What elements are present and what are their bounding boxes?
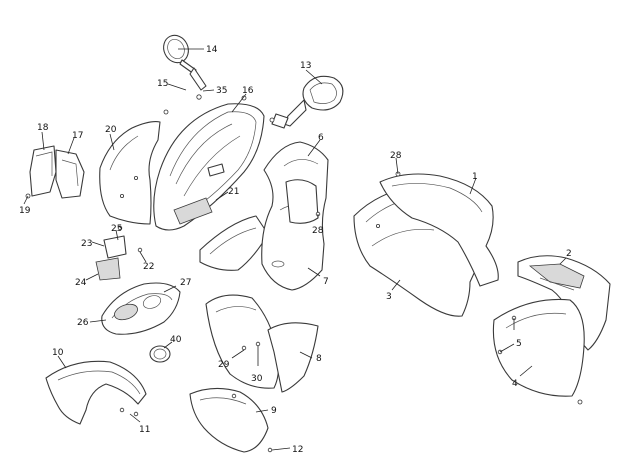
callout-label: 1 <box>472 172 478 182</box>
callout-label: 23 <box>81 239 92 249</box>
callout-label: 26 <box>77 318 89 328</box>
callout-label: 21 <box>228 187 239 197</box>
callout-label: 28 <box>312 226 324 236</box>
callout-label: 15 <box>157 79 168 89</box>
callout-label: 13 <box>300 61 311 71</box>
callout-30: 30 <box>251 346 263 384</box>
callout-label: 22 <box>143 262 154 272</box>
belly-pan <box>492 298 585 405</box>
callout-label: 9 <box>271 406 277 416</box>
callout-24: 24 <box>75 273 99 288</box>
lower-side-panel <box>205 294 319 393</box>
callout-12: 12 <box>271 445 303 455</box>
callout-19: 19 <box>19 195 31 216</box>
callout-35: 35 <box>202 86 227 96</box>
callout-label: 2 <box>566 249 572 259</box>
callout-label: 27 <box>180 278 191 288</box>
callout-20: 20 <box>105 125 117 151</box>
callout-label: 18 <box>37 123 49 133</box>
callout-15: 15 <box>157 79 187 91</box>
callout-29: 29 <box>218 349 245 370</box>
front-fairing <box>153 95 265 231</box>
callout-label: 7 <box>323 277 329 287</box>
callout-label: 28 <box>390 151 402 161</box>
callout-3: 3 <box>386 279 401 302</box>
callout-label: 20 <box>105 125 117 135</box>
callout-26: 26 <box>77 318 107 328</box>
callout-5: 5 <box>499 318 522 353</box>
callout-2: 2 <box>559 249 572 265</box>
left-upper-panel <box>99 121 161 225</box>
right-mirror <box>269 75 344 129</box>
callout-label: 3 <box>386 292 392 302</box>
callout-6: 6 <box>307 133 324 157</box>
callout-21: 21 <box>215 187 239 201</box>
callout-label: 19 <box>19 206 31 216</box>
callout-1: 1 <box>469 172 478 195</box>
callout-label: 8 <box>316 354 322 364</box>
small-bracket-parts <box>95 225 143 281</box>
callout-label: 30 <box>251 374 263 384</box>
callout-label: 12 <box>292 445 303 455</box>
callout-23: 23 <box>81 239 105 249</box>
callout-label: 14 <box>206 45 218 55</box>
callout-label: 25 <box>111 224 122 234</box>
callout-16: 16 <box>231 86 254 113</box>
center-inner-panel <box>199 215 269 271</box>
callout-7: 7 <box>307 267 329 287</box>
callout-label: 17 <box>72 131 83 141</box>
callout-label: 4 <box>512 379 518 389</box>
callout-label: 6 <box>318 133 324 143</box>
lower-chin-spoiler <box>189 387 273 453</box>
callout-8: 8 <box>299 351 322 364</box>
front-mudguard <box>45 360 147 425</box>
callout-label: 5 <box>516 339 522 349</box>
headlight-assembly <box>101 282 181 335</box>
callout-28-top: 28 <box>390 151 402 175</box>
callout-label: 11 <box>139 425 150 435</box>
callout-11: 11 <box>129 413 150 435</box>
callout-17: 17 <box>67 131 83 155</box>
callout-40: 40 <box>163 335 182 349</box>
callout-9: 9 <box>255 406 277 416</box>
callout-22: 22 <box>139 251 154 272</box>
callout-25: 25 <box>111 224 122 241</box>
right-middle-panel <box>261 141 329 291</box>
callout-label: 16 <box>242 86 254 96</box>
callout-label: 24 <box>75 278 87 288</box>
upper-right-panel <box>379 171 499 287</box>
callout-10: 10 <box>52 348 67 369</box>
left-duct-parts <box>25 145 85 199</box>
left-mirror <box>163 34 207 100</box>
callout-4: 4 <box>512 365 533 389</box>
callout-label: 29 <box>218 360 230 370</box>
callout-label: 10 <box>52 348 64 358</box>
callout-label: 35 <box>216 86 227 96</box>
callout-18: 18 <box>37 123 49 151</box>
callout-14: 14 <box>178 45 218 55</box>
air-duct-ring <box>149 345 171 363</box>
callout-28-mid: 28 <box>312 214 324 236</box>
callout-13: 13 <box>300 61 323 85</box>
callout-27: 27 <box>163 278 191 293</box>
callout-label: 40 <box>170 335 182 345</box>
